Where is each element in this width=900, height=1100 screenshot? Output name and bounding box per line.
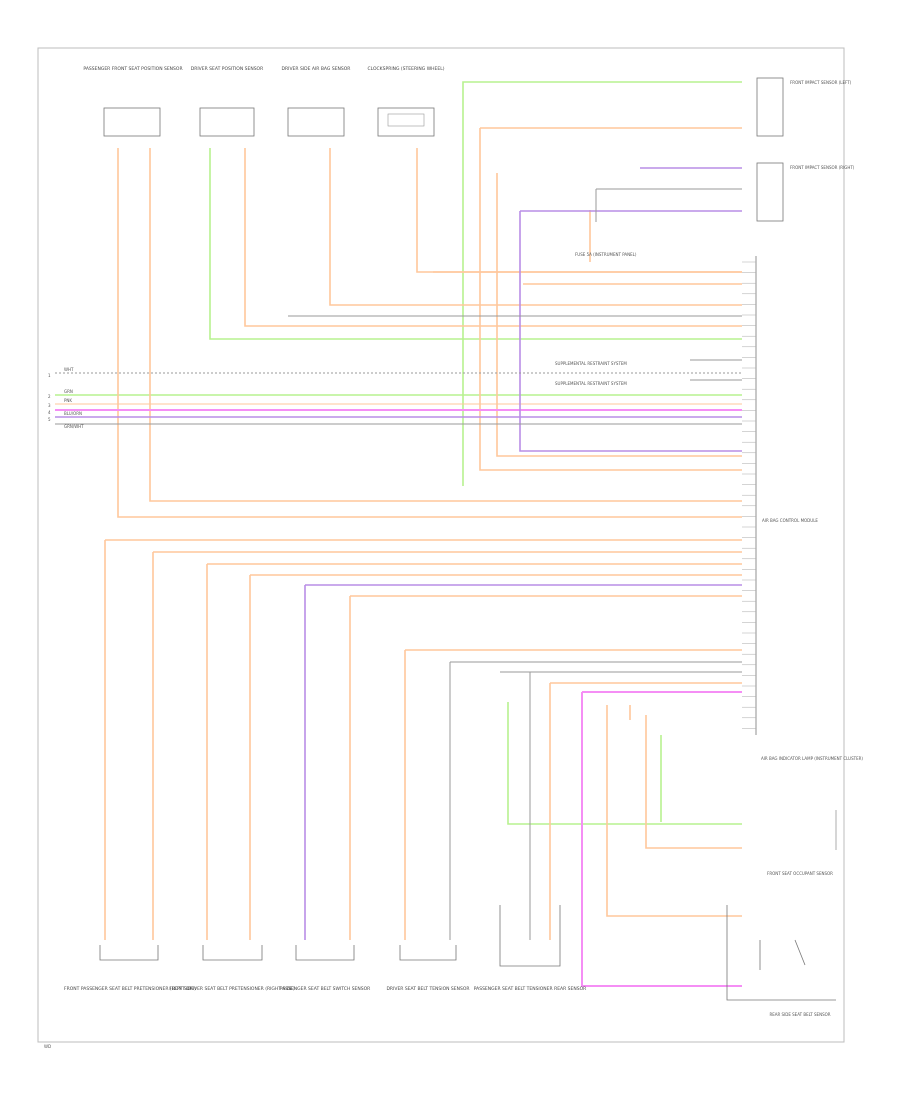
bottom-component-1-label: FRONT PASSENGER SEAT BELT PRETENSIONER (… [64,986,196,992]
wires-gray [55,188,742,940]
right-bottom-label-3: REAR SIDE SEAT BELT SENSOR [769,1012,830,1017]
top-component-1-label: PASSENGER FRONT SEAT POSITION SENSOR [83,66,182,72]
footer-code: WD [44,1044,51,1049]
top-component-3: DRIVER SIDE AIR BAG SENSOR [282,66,351,137]
diagram-frame [37,47,845,1043]
right-bottom-component-1: AIR BAG INDICATOR LAMP (INSTRUMENT CLUST… [761,756,863,850]
top-component-3-label: DRIVER SIDE AIR BAG SENSOR [282,66,351,72]
left-pin-3: 3 [48,403,51,408]
bottom-component-4: DRIVER SEAT BELT TENSION SENSOR [386,945,470,992]
top-component-4-label: CLOCKSPRING (STEERING WHEEL) [368,66,445,72]
wires-purple [55,167,742,940]
mid-label-1: SUPPLEMENTAL RESTRAINT SYSTEM [555,361,627,366]
top-component-2-label: DRIVER SEAT POSITION SENSOR [191,66,263,72]
right-bottom-label-1: AIR BAG INDICATOR LAMP (INSTRUMENT CLUST… [761,756,863,761]
right-connector-2-label: FRONT IMPACT SENSOR (RIGHT) [790,165,855,170]
left-wire-label-3: PNK [64,398,72,403]
mid-label-2: SUPPLEMENTAL RESTRAINT SYSTEM [555,381,627,386]
bottom-component-2: FRONT DRIVER SEAT BELT PRETENSIONER (RIG… [169,945,295,992]
bottom-component-3: PASSENGER SEAT BELT SWITCH SENSOR [280,945,371,992]
right-connector-1-label: FRONT IMPACT SENSOR (LEFT) [790,80,852,85]
bottom-component-1: FRONT PASSENGER SEAT BELT PRETENSIONER (… [64,945,196,992]
right-connector-2: FRONT IMPACT SENSOR (RIGHT) [756,162,855,222]
bottom-component-5: PASSENGER SEAT BELT TENSIONER REAR SENSO… [474,905,587,992]
left-pin-4: 4 [48,410,51,415]
left-pin-2: 2 [48,394,51,399]
bottom-component-2-label: FRONT DRIVER SEAT BELT PRETENSIONER (RIG… [169,986,295,992]
left-pin-5: 5 [48,417,51,422]
bottom-component-4-label: DRIVER SEAT BELT TENSION SENSOR [386,986,469,992]
right-connector-1: FRONT IMPACT SENSOR (LEFT) [756,77,852,137]
top-component-4: CLOCKSPRING (STEERING WHEEL) [368,66,445,137]
left-wire-label-1: WHT [64,367,74,372]
module-label: AIR BAG CONTROL MODULE [762,518,818,523]
right-bottom-label-2: FRONT SEAT OCCUPANT SENSOR [767,871,833,876]
module-pin-ticks [742,261,756,729]
control-module: AIR BAG CONTROL MODULE [755,256,818,735]
left-wire-label-4: BLU/ORN [64,411,82,416]
bottom-component-5-label: PASSENGER SEAT BELT TENSIONER REAR SENSO… [474,986,587,992]
wires-orange [55,127,742,940]
left-pins: 1 2 3 4 5 WHT GRN PNK BLU/ORN GRN/WHT [48,367,84,429]
left-pin-1: 1 [48,373,51,378]
mid-label-3: FUSE 5A (INSTRUMENT PANEL) [575,252,637,257]
wires-green [55,81,742,825]
wires-magenta [55,409,742,987]
top-component-2: DRIVER SEAT POSITION SENSOR [191,66,263,137]
bottom-component-3-label: PASSENGER SEAT BELT SWITCH SENSOR [280,986,371,992]
left-wire-label-5: GRN/WHT [64,424,84,429]
right-bottom-component-2: FRONT SEAT OCCUPANT SENSOR REAR SIDE SEA… [726,871,836,1017]
top-component-1: PASSENGER FRONT SEAT POSITION SENSOR [83,66,183,137]
left-wire-label-2: GRN [64,389,73,394]
